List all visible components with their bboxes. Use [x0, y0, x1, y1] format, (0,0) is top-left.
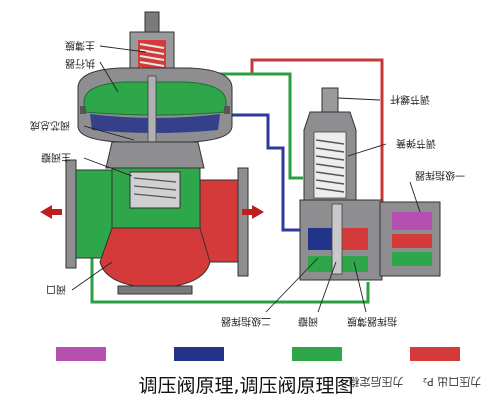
label-secondary-pilot: 二级指挥器 [221, 315, 271, 328]
inlet-arrow [242, 205, 264, 219]
legend-text-left: 力压后定稳 [349, 375, 404, 389]
label-adjust-spring: 调节弹簧 [396, 137, 436, 150]
main-valve [40, 11, 264, 295]
caption: 调压阀原理,调压阀原理图 [138, 375, 353, 397]
spring-bonnet-inner [313, 131, 347, 199]
green-pipe-bottom [90, 255, 370, 304]
primary-pilot-green [392, 252, 432, 266]
blue-pipe [220, 113, 303, 232]
core-spring [133, 177, 177, 199]
pilot-assembly [299, 87, 441, 281]
flange-bolts [80, 106, 230, 114]
right-flange-rim [237, 167, 249, 277]
primary-pilot-red [392, 234, 432, 248]
leader-lines [71, 45, 421, 313]
label-valve-port: 阀口 [46, 283, 66, 296]
label-main-valve: 主阀瓣 [41, 151, 71, 164]
pilot-blue-chamber [308, 228, 338, 250]
label-primary-pilot: 一级指挥器 [415, 169, 465, 182]
legend-swatch-purple [56, 347, 106, 361]
legend-swatch-blue [174, 347, 224, 361]
legend-swatch-green [292, 347, 342, 361]
top-cap [144, 11, 160, 33]
primary-pilot-purple [392, 212, 432, 230]
red-pipe [250, 58, 384, 210]
pilot-core [331, 203, 343, 275]
adjust-spring [315, 139, 345, 193]
legend: 力压后定稳 力压口出 P₂ [56, 347, 481, 389]
label-valve-core-assembly: 阀芯总成 [30, 119, 70, 132]
bonnet [105, 141, 205, 169]
label-actuator: 执行器 [65, 57, 95, 70]
outlet-arrow [40, 205, 62, 219]
label-adjust-screw: 调节螺杆 [390, 93, 430, 105]
flow-arrows [40, 205, 264, 219]
legend-text-right: 力压口出 P₂ [423, 375, 482, 389]
left-flange-rim [65, 159, 77, 269]
adjust-screw-head [321, 87, 339, 113]
top-spring [139, 43, 165, 73]
labels: 主薄膜 执行器 阀芯总成 主阀瓣 阀口 调节螺杆 调节弹簧 一级指挥器 二级指挥… [30, 39, 465, 328]
label-main-film: 主薄膜 [65, 39, 95, 52]
legend-swatch-red [410, 347, 460, 361]
pilot-red-chamber [340, 228, 368, 250]
valve-bottom [99, 227, 211, 289]
label-valve-flap: 阀瓣 [298, 315, 318, 328]
label-pilot-film: 指挥器薄膜 [347, 315, 397, 328]
bottom-plate [117, 285, 193, 295]
